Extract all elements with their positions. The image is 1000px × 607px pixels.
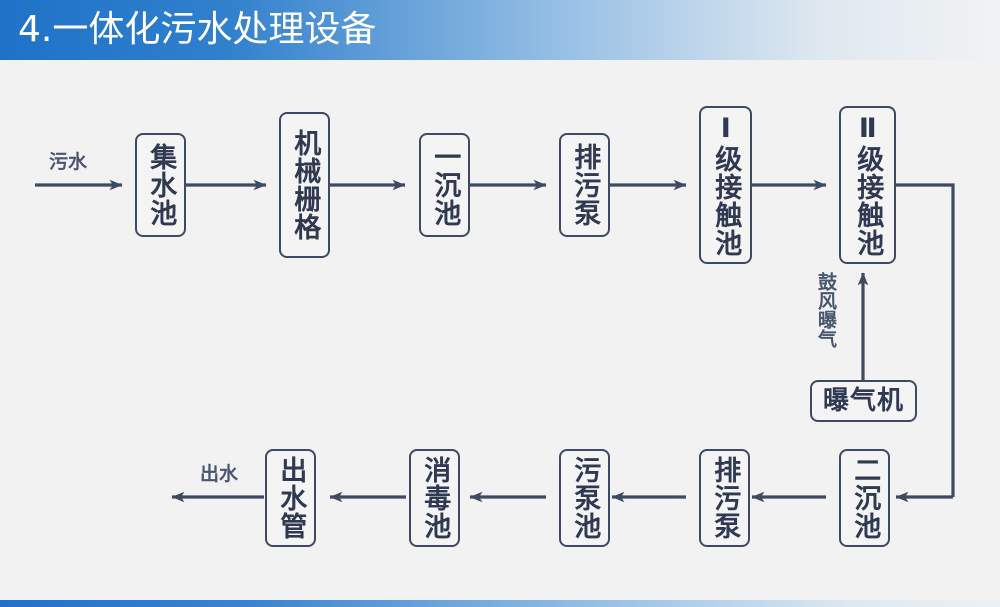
page-title: 4.一体化污水处理设备 [18,9,377,50]
node-label: Ⅰ级接触池 [710,113,742,257]
node-disinfection-tank[interactable]: 消毒池 [409,449,460,547]
node-label: 机械栅格 [289,129,321,241]
node-label: 二沉池 [849,456,881,540]
node-sludge-pump-tank[interactable]: 污泵池 [559,449,610,547]
node-label: 排污泵 [709,456,741,540]
node-sewage-pump-top[interactable]: 排污泵 [559,133,610,237]
node-label: 污泵池 [569,456,601,540]
node-aerator[interactable]: 曝气机 [810,380,917,422]
node-contact-tank-1[interactable]: Ⅰ级接触池 [699,106,752,264]
node-secondary-settling[interactable]: 二沉池 [839,449,890,547]
process-flow-diagram: 集水池 机械栅格 一沉池 排污泵 Ⅰ级接触池 Ⅱ级接触池 曝气机 二沉池 排污泵… [0,60,1000,600]
node-mechanical-grate[interactable]: 机械栅格 [279,112,330,258]
connector-contact2-down [896,183,955,497]
node-collect-tank[interactable]: 集水池 [135,133,186,237]
node-contact-tank-2[interactable]: Ⅱ级接触池 [839,106,896,264]
node-label: 曝气机 [822,386,904,416]
header-bar: 4.一体化污水处理设备 [0,0,1000,60]
flow-label-outlet: 出水 [200,463,239,485]
diagram-connectors [35,179,955,503]
node-label: 排污泵 [569,143,601,227]
node-outlet-pipe[interactable]: 出水管 [265,449,316,547]
node-label: 出水管 [275,456,307,540]
footer-bar [0,600,1000,607]
node-sewage-pump-bottom[interactable]: 排污泵 [699,449,750,547]
node-label: Ⅱ级接触池 [852,113,884,257]
node-label: 消毒池 [419,456,451,540]
node-label: 一沉池 [429,143,461,227]
flow-label-inlet: 污水 [49,151,88,173]
node-primary-settling[interactable]: 一沉池 [419,133,470,237]
flow-label-blower-aeration: 鼓风曝气 [815,272,837,348]
node-label: 集水池 [145,143,177,227]
